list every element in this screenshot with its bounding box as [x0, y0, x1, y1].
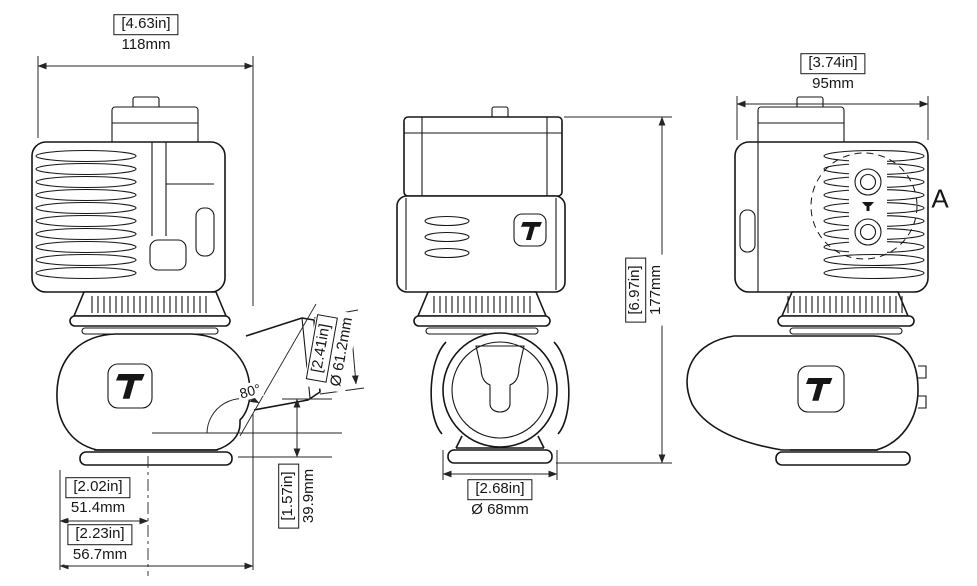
dim-actuator-width: [3.74in] 95mm — [797, 52, 869, 94]
valve-body — [56, 333, 251, 451]
inlet-port-inner — [451, 341, 549, 439]
base-flange — [447, 449, 553, 464]
actuator-top-step — [111, 106, 199, 145]
brand-logo-badge — [797, 365, 845, 413]
detail-a-boundary — [810, 152, 918, 260]
detail-a-marker: A — [931, 183, 949, 214]
dim-overall-width-mm: 118mm — [121, 36, 171, 53]
diaphragm-collar — [73, 291, 227, 317]
dim-actuator-width-inches: [3.74in] — [800, 53, 866, 74]
valve-body — [686, 335, 919, 451]
dim-outlet-offset-mm: 39.9mm — [300, 468, 317, 524]
dim-outlet-offset: [1.57in] 39.9mm — [277, 460, 319, 532]
dim-inlet-flange-diameter: [2.68in] Ø 68mm — [464, 478, 536, 520]
dim-centre-to-outlet-face-inches: [2.23in] — [67, 524, 133, 545]
dim-centre-to-outlet-face-mm: 56.7mm — [72, 546, 128, 563]
dim-centre-to-body: [2.02in] 51.4mm — [62, 476, 134, 518]
dim-outlet-offset-inches: [1.57in] — [278, 463, 299, 529]
base-flange — [775, 451, 911, 466]
vent-symbol-icon — [862, 202, 874, 211]
dim-inlet-flange-diameter-inches: [2.68in] — [467, 479, 533, 500]
brand-logo-badge — [513, 213, 547, 247]
dim-centre-to-body-inches: [2.02in] — [65, 477, 131, 498]
pressure-port-bottom — [854, 218, 882, 246]
dim-inlet-flange-diameter-mm: Ø 68mm — [471, 501, 529, 518]
diaphragm-collar — [781, 291, 909, 317]
dim-overall-height: [6.97in] 177mm — [624, 254, 666, 326]
brand-logo-badge — [107, 363, 153, 409]
front-view — [396, 106, 570, 464]
actuator-cap-front — [403, 116, 563, 197]
dim-overall-width: [4.63in] 118mm — [110, 13, 182, 55]
actuator-fins — [35, 149, 137, 280]
dim-overall-height-inches: [6.97in] — [625, 257, 646, 323]
dim-overall-width-inches: [4.63in] — [113, 14, 179, 35]
side-view-right — [686, 96, 929, 466]
dim-overall-height-mm: 177mm — [647, 264, 664, 316]
pressure-port-top — [854, 168, 882, 196]
base-flange — [79, 451, 233, 466]
valve-stem — [475, 345, 525, 413]
actuator-housing-front — [396, 195, 566, 293]
dim-centre-to-outlet-face: [2.23in] 56.7mm — [64, 523, 136, 565]
dim-centre-to-body-mm: 51.4mm — [70, 499, 126, 516]
dim-actuator-width-mm: 95mm — [812, 75, 854, 92]
side-view-left — [31, 96, 321, 466]
inlet-port-outer — [442, 332, 558, 448]
